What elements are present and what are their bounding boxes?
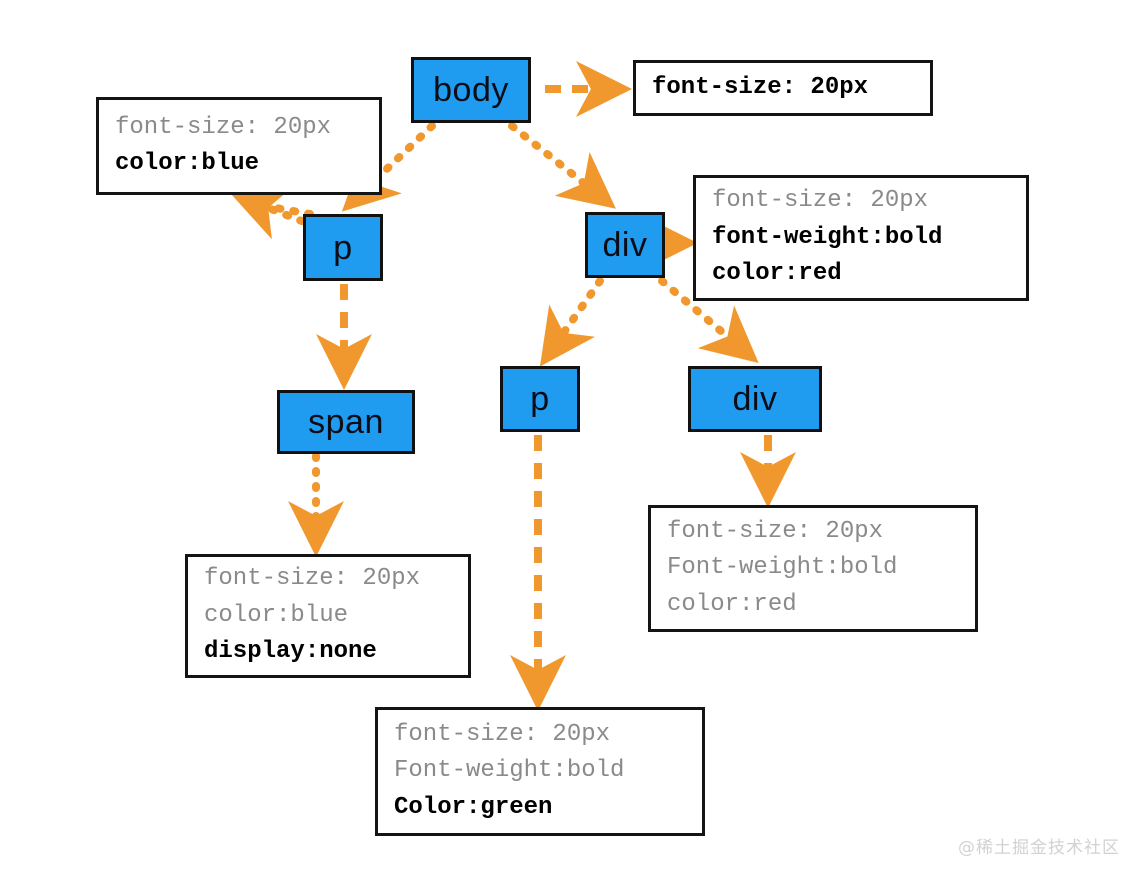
annotation-span-line-1: font-size: 20px — [204, 565, 421, 593]
annotation-span-line-3: display:none — [204, 638, 377, 666]
annotation-div-bottom-line-1: font-size: 20px — [667, 517, 884, 545]
node-p-mid-label: p — [530, 380, 550, 418]
annotation-p-mid-line-2: Font-weight:bold — [394, 757, 625, 785]
annotation-div-top-line-1: font-size: 20px — [712, 187, 929, 215]
annotation-div-bottom-line-3: color:red — [667, 590, 797, 618]
node-span[interactable]: span — [277, 390, 415, 454]
node-p-mid[interactable]: p — [500, 366, 580, 432]
node-div-top-label: div — [602, 226, 648, 264]
node-body[interactable]: body — [411, 57, 531, 123]
annotation-div-top-line-2: font-weight:bold — [712, 223, 943, 251]
annotation-p-left: font-size: 20px color:blue — [96, 97, 382, 195]
node-div-top[interactable]: div — [585, 212, 665, 278]
annotation-body: font-size: 20px — [633, 60, 933, 116]
annotation-body-line-1: font-size: 20px — [652, 73, 869, 101]
annotation-p-mid: font-size: 20px Font-weight:bold Color:g… — [375, 707, 705, 836]
annotation-div-bottom: font-size: 20px Font-weight:bold color:r… — [648, 505, 978, 632]
annotation-p-left-line-1: font-size: 20px — [115, 113, 332, 141]
node-p-left-label: p — [333, 228, 353, 267]
node-div-bottom-label: div — [732, 380, 778, 418]
annotation-div-bottom-line-2: Font-weight:bold — [667, 554, 898, 582]
annotation-div-top-line-3: color:red — [712, 260, 842, 288]
watermark: @稀土掘金技术社区 — [958, 838, 1120, 858]
node-p-left[interactable]: p — [303, 214, 383, 281]
node-body-label: body — [433, 71, 509, 109]
annotation-div-top: font-size: 20px font-weight:bold color:r… — [693, 175, 1029, 301]
node-div-bottom[interactable]: div — [688, 366, 822, 432]
annotation-span-line-2: color:blue — [204, 601, 349, 629]
edge-div-to-p-mid — [539, 277, 604, 367]
edge-body-to-div — [508, 122, 616, 209]
annotation-p-mid-line-3: Color:green — [394, 793, 553, 821]
annotation-span: font-size: 20px color:blue display:none — [185, 554, 471, 678]
node-span-label: span — [308, 403, 384, 441]
annotation-p-mid-line-1: font-size: 20px — [394, 720, 611, 748]
annotation-p-left-line-2: color:blue — [115, 150, 260, 177]
